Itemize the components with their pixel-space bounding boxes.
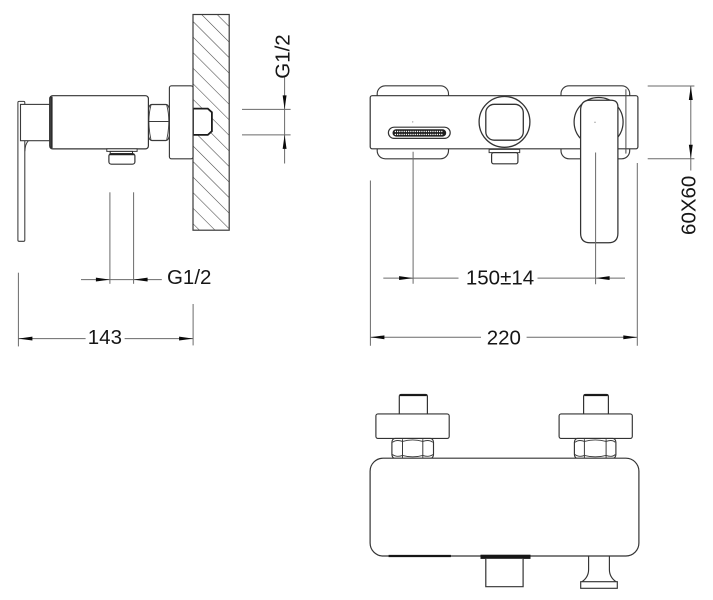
svg-text:G1/2: G1/2 [271, 34, 294, 78]
svg-text:150±14: 150±14 [466, 267, 534, 290]
svg-text:G1/2: G1/2 [167, 266, 211, 289]
svg-text:143: 143 [88, 326, 122, 349]
svg-text:60X60: 60X60 [678, 176, 701, 235]
svg-text:220: 220 [487, 326, 521, 349]
